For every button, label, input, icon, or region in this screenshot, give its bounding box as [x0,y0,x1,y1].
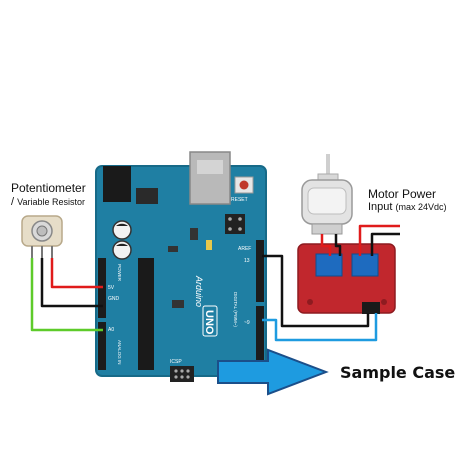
wire-black-gnd [40,258,103,308]
board-brand: Arduino [194,275,204,307]
digital-header-bottom [256,306,264,368]
wire-green-a0 [30,258,103,332]
potentiometer-label: Potentiometer [11,181,86,195]
terminal-block [351,253,379,277]
arduino-board: RESET ICSP 5V GND A0 ~9 13 [95,151,267,382]
wire-red-5v [50,258,103,289]
sample-case-label: Sample Case [340,363,456,382]
power-label: POWER [117,264,122,282]
usb-port [189,151,231,205]
pin-gnd-label: GND [108,296,120,302]
pin-13-label: 13 [244,258,250,264]
wire-power-red [358,224,400,256]
motor-input-label: Input (max 24Vdc) [368,201,447,213]
analog-header [98,322,106,370]
wire-motor-red [320,234,332,256]
dc-motor [301,154,353,235]
wire-black-signal-gnd [262,254,370,328]
capacitor [112,240,132,260]
wires [30,224,400,342]
wire-blue-pwm [262,313,378,342]
motor-input-note: (max 24Vdc) [395,202,447,212]
analog-label: ANALOG IN [117,340,122,365]
pin-9-label: ~9 [244,320,250,326]
sample-case-arrow [217,348,329,396]
terminal-block [315,253,343,277]
motor-input-text: Input [368,201,393,213]
motor-power-label: Motor Power [368,187,437,201]
wire-motor-black [334,234,342,256]
power-jack [103,166,131,202]
digital-header-top [256,240,264,302]
variable-resistor-prefix: / [11,196,18,208]
variable-resistor-text: Variable Resistor [17,197,85,207]
potentiometer [21,215,63,260]
icsp-header [170,366,194,382]
motor-driver [297,243,396,314]
reset-label: RESET [231,197,248,203]
capacitor [112,220,132,240]
variable-resistor-label: / Variable Resistor [11,196,85,208]
pin-a0-label: A0 [108,327,114,333]
signal-connector [362,302,380,314]
board-model: UNO [203,310,215,335]
pin-5v-label: 5V [108,285,115,291]
aref-label: AREF [238,246,251,252]
digital-label: DIGITAL (PWM~) [233,292,238,327]
icsp-label: ICSP [170,359,182,365]
wire-power-black [370,232,400,256]
microcontroller-chip [138,258,154,370]
